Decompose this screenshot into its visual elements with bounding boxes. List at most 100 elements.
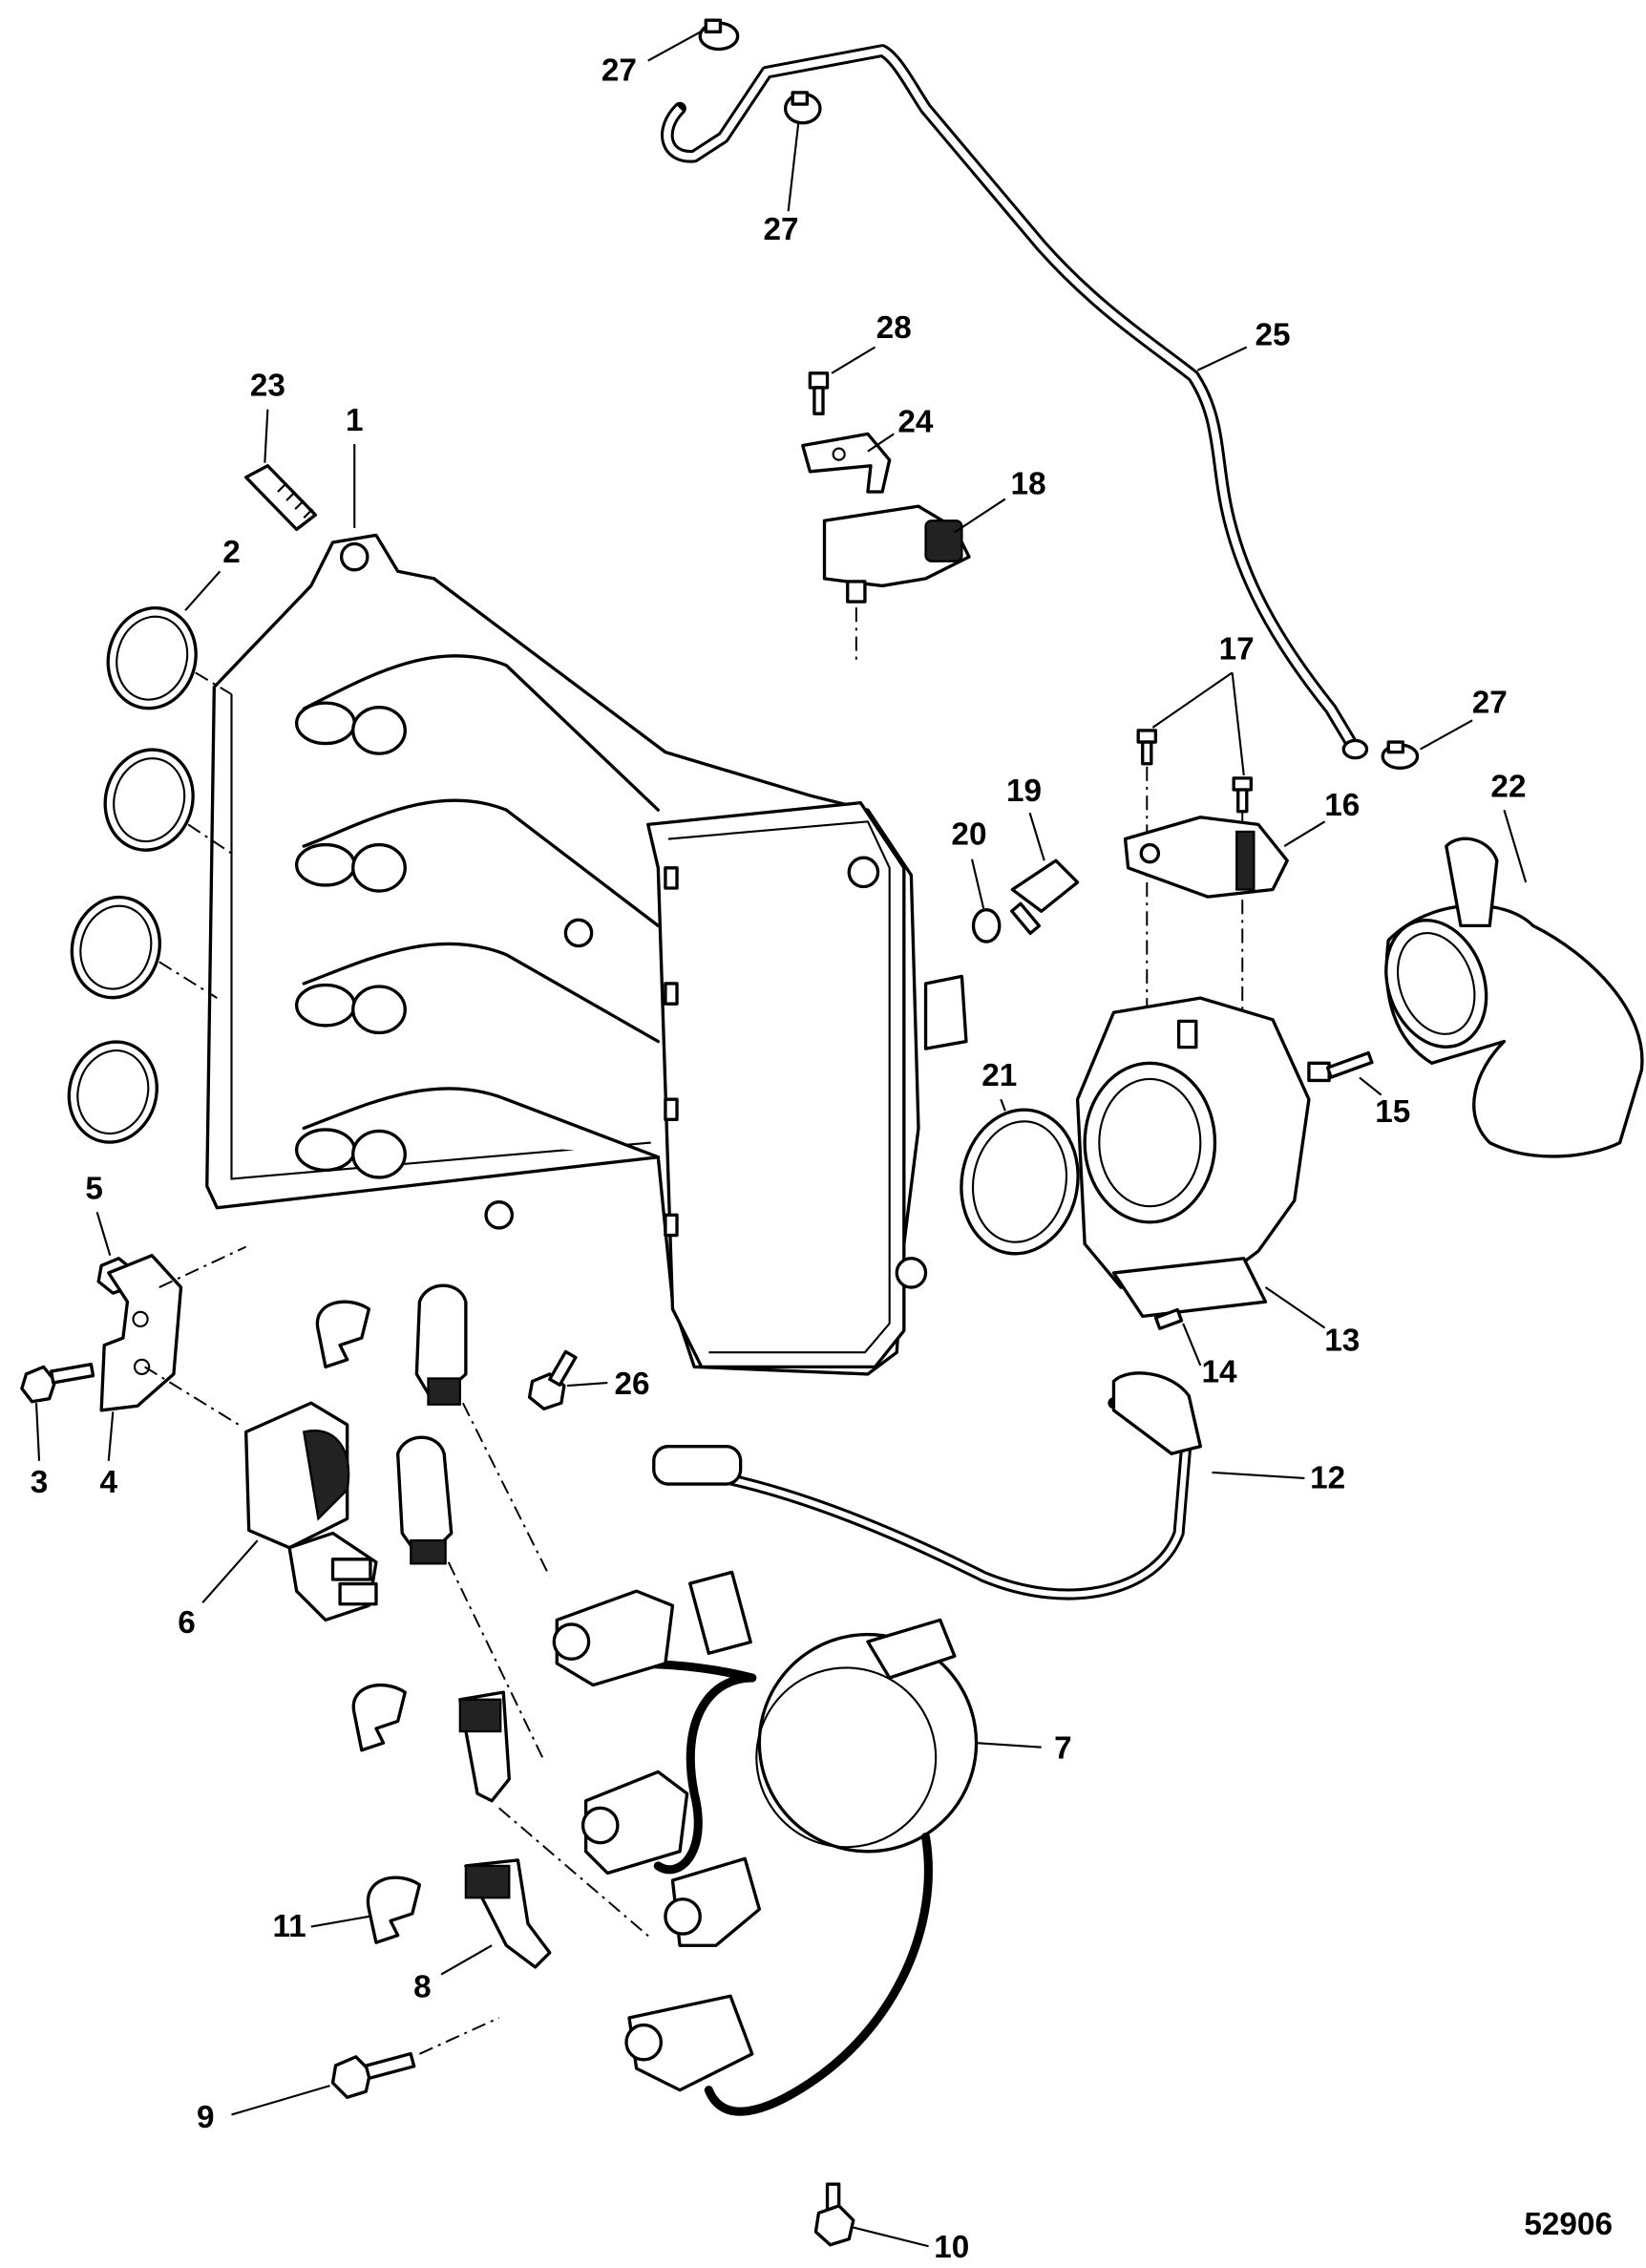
injector-clip xyxy=(315,1300,422,1944)
callout: 14 xyxy=(1182,1323,1237,1390)
callout: 11 xyxy=(272,1909,369,1944)
callout: 5 xyxy=(85,1171,112,1257)
callout: 27 xyxy=(1420,685,1508,751)
callout: 21 xyxy=(981,1058,1017,1112)
throttle-position-sensor xyxy=(1123,816,1289,899)
callout: 9 xyxy=(197,2085,330,2135)
callout-number: 6 xyxy=(178,1605,196,1641)
wiring-harness xyxy=(652,1371,1202,1600)
callout-number: 27 xyxy=(764,212,799,247)
runner xyxy=(302,654,660,1159)
callout: 27 xyxy=(764,122,800,247)
pin xyxy=(1153,1307,1184,1330)
callout: 25 xyxy=(1196,318,1291,371)
leader-line xyxy=(1000,1098,1006,1112)
callout-number: 8 xyxy=(413,1969,432,2004)
leader-line xyxy=(1231,672,1245,775)
leader-line xyxy=(831,346,876,374)
callout: 8 xyxy=(413,1944,493,2004)
fuel-injector xyxy=(396,1283,552,1969)
leader-line xyxy=(1359,1076,1382,1096)
callout-number: 22 xyxy=(1490,769,1526,804)
leader-line xyxy=(853,2226,929,2248)
leader-line xyxy=(1196,346,1248,371)
leader-line xyxy=(566,1381,608,1388)
callout: 19 xyxy=(1006,774,1045,861)
figure-number: 52906 xyxy=(1524,2207,1613,2242)
leader-line xyxy=(184,570,222,611)
vent-hose xyxy=(661,44,1369,760)
leader-line xyxy=(95,1211,112,1257)
callout-number: 3 xyxy=(31,1465,49,1500)
stud xyxy=(243,464,318,532)
callout-number: 1 xyxy=(346,403,364,438)
valve xyxy=(243,1401,378,1622)
callout: 7 xyxy=(976,1731,1072,1767)
callout-number: 20 xyxy=(951,816,986,852)
callout-number: 21 xyxy=(981,1058,1017,1093)
callout: 4 xyxy=(99,1411,117,1500)
bolt xyxy=(20,1362,95,1404)
callout-number: 5 xyxy=(85,1171,103,1206)
bolt xyxy=(1307,1050,1374,1083)
callout: 22 xyxy=(1490,769,1528,883)
callout: 20 xyxy=(951,816,987,909)
leader-line xyxy=(107,1411,115,1461)
callout: 13 xyxy=(1264,1286,1360,1358)
screw xyxy=(808,371,830,415)
callout: 28 xyxy=(831,310,912,374)
leader-line xyxy=(1151,671,1234,729)
callout-number: 24 xyxy=(897,405,934,440)
callout-number: 7 xyxy=(1054,1731,1072,1767)
leader-line xyxy=(976,1742,1042,1749)
callout: 23 xyxy=(250,369,285,463)
leader-line xyxy=(1503,809,1528,883)
leader-line xyxy=(647,28,707,62)
manifold-tab xyxy=(339,541,928,1289)
throttle-body xyxy=(1075,996,1311,1319)
callout-number: 4 xyxy=(99,1465,117,1500)
callout: 24 xyxy=(867,405,934,453)
callout-number: 17 xyxy=(1219,631,1255,667)
callout-number: 23 xyxy=(250,369,285,404)
throttle-body-gasket xyxy=(960,1108,1080,1256)
leader-line xyxy=(34,1403,41,1461)
leader-line xyxy=(867,433,895,453)
callout-number: 25 xyxy=(1256,318,1291,353)
callout-number: 15 xyxy=(1375,1094,1410,1130)
intake-hose xyxy=(1384,837,1644,1158)
intake-manifold xyxy=(205,533,968,1376)
leader-line xyxy=(787,122,800,212)
hose-clamp xyxy=(698,18,740,52)
callout-number: 19 xyxy=(1006,774,1042,809)
o-ring xyxy=(971,908,1002,943)
callout-number: 27 xyxy=(601,53,637,89)
leader-line xyxy=(970,858,985,909)
leader-line xyxy=(440,1944,493,1976)
callout: 3 xyxy=(31,1403,49,1500)
callout-number: 11 xyxy=(272,1909,306,1944)
callout-number: 18 xyxy=(1011,467,1046,502)
map-sensor xyxy=(822,504,971,666)
callout: 10 xyxy=(853,2226,969,2265)
callout: 16 xyxy=(1283,788,1360,847)
leader-line xyxy=(231,2085,330,2116)
callout-number: 9 xyxy=(197,2100,215,2135)
callout-number: 27 xyxy=(1472,685,1508,720)
fuel-rail xyxy=(552,1570,979,2116)
callout-number: 13 xyxy=(1324,1323,1360,1358)
callout-number: 26 xyxy=(615,1367,650,1402)
callout-number: 14 xyxy=(1201,1355,1237,1390)
leader-line xyxy=(1264,1286,1326,1329)
manifold-gasket xyxy=(67,605,233,1144)
callout: 15 xyxy=(1359,1076,1410,1130)
leader-line xyxy=(1420,719,1473,751)
bracket xyxy=(801,432,892,494)
injector-port xyxy=(294,701,407,1179)
bolt xyxy=(527,1349,578,1410)
callout: 27 xyxy=(601,28,707,89)
callout: 17 xyxy=(1151,631,1255,775)
leader-line xyxy=(954,498,1006,534)
screw xyxy=(1232,776,1254,814)
